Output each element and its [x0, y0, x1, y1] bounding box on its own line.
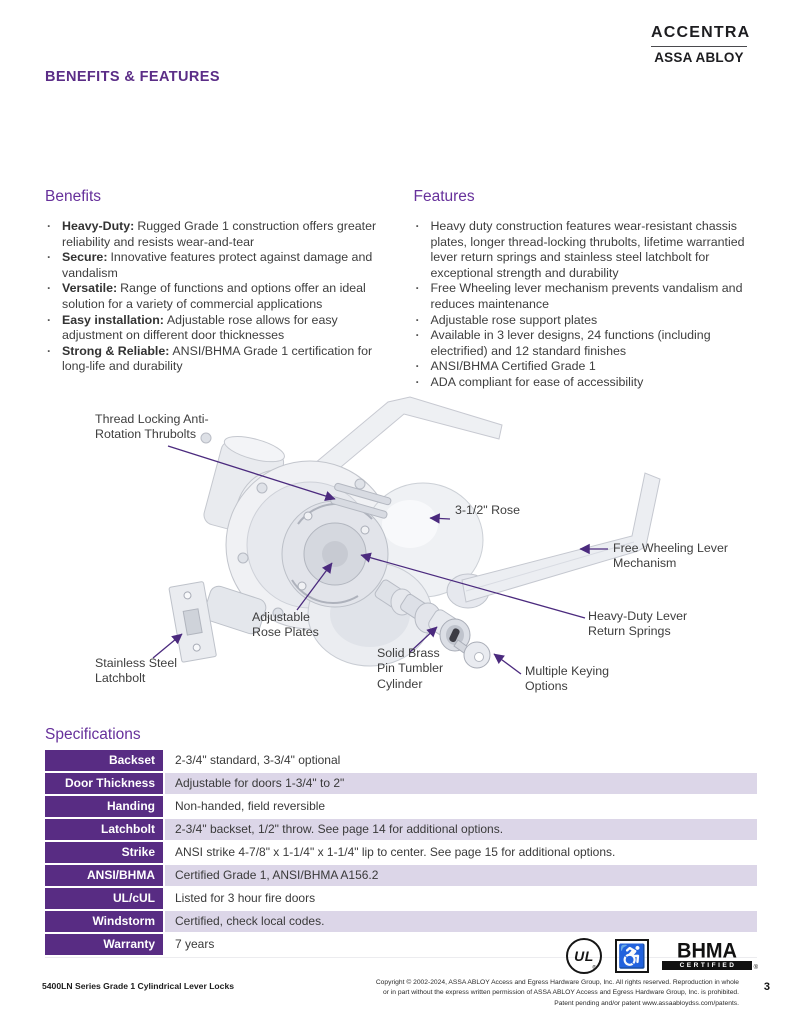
page-title: BENEFITS & FEATURES — [45, 69, 220, 85]
benefits-features-columns: Benefits Heavy-Duty:Rugged Grade 1 const… — [45, 188, 757, 391]
product-diagram: Thread Locking Anti- Rotation Thrubolts … — [40, 388, 760, 720]
specifications-table: Backset 2-3/4" standard, 3-3/4" optional… — [45, 750, 757, 958]
features-section: Features Heavy duty construction feature… — [413, 188, 757, 391]
spec-label: ANSI/BHMA — [45, 865, 163, 886]
feature-item: Adjustable rose support plates — [413, 313, 757, 329]
feature-item: Free Wheeling lever mechanism prevents v… — [413, 281, 757, 312]
benefit-item: Strong & Reliable:ANSI/BHMA Grade 1 cert… — [45, 344, 395, 375]
spec-value: 2-3/4" backset, 1/2" throw. See page 14 … — [165, 819, 757, 840]
benefits-heading: Benefits — [45, 188, 102, 205]
assa-abloy-logo: ASSA ABLOY — [654, 50, 744, 65]
benefit-text: Adjustable rose allows for easy adjustme… — [62, 312, 338, 343]
copyright-line: Patent pending and/or patent www.assaabl… — [554, 999, 739, 1007]
spec-value: 2-3/4" standard, 3-3/4" optional — [165, 750, 757, 771]
spec-label: Door Thickness — [45, 773, 163, 794]
spec-value: Listed for 3 hour fire doors — [165, 888, 757, 909]
benefit-lead: Versatile: — [62, 281, 118, 296]
benefits-section: Benefits Heavy-Duty:Rugged Grade 1 const… — [45, 188, 395, 391]
benefit-lead: Heavy-Duty: — [62, 219, 135, 233]
callout-keying: Multiple Keying Options — [525, 664, 610, 694]
feature-item: ADA compliant for ease of accessibility — [413, 375, 757, 391]
bhma-certified-logo: BHMA CERTIFIED ® — [662, 939, 758, 971]
spec-label: Backset — [45, 750, 163, 771]
ul-registered-mark: ® — [592, 965, 596, 971]
benefit-item: Secure:Innovative features protect again… — [45, 250, 395, 281]
spec-value: 7 years — [165, 934, 757, 955]
callout-thrubolts: Thread Locking Anti- Rotation Thrubolts — [95, 412, 209, 442]
table-row: UL/cUL Listed for 3 hour fire doors — [45, 888, 757, 910]
features-list: Heavy duty construction features wear-re… — [413, 219, 757, 391]
table-row: Handing Non-handed, field reversible — [45, 796, 757, 818]
spec-label: UL/cUL — [45, 888, 163, 909]
spec-label: Latchbolt — [45, 819, 163, 840]
spec-value: ANSI strike 4-7/8" x 1-1/4" x 1-1/4" lip… — [165, 842, 757, 863]
accentra-logo: ACCENTRA — [651, 24, 751, 41]
benefit-lead: Secure: — [62, 250, 108, 265]
spec-label: Strike — [45, 842, 163, 863]
callout-latchbolt: Stainless Steel Latchbolt — [95, 656, 177, 686]
feature-item: ANSI/BHMA Certified Grade 1 — [413, 359, 757, 375]
copyright-line: or in part without the express written p… — [383, 989, 739, 997]
benefit-text: Rugged Grade 1 construction offers great… — [62, 219, 377, 249]
callout-arrows — [152, 445, 608, 675]
features-heading: Features — [413, 188, 475, 205]
callout-free-wheeling: Free Wheeling Lever Mechanism — [613, 541, 729, 571]
table-row: Backset 2-3/4" standard, 3-3/4" optional — [45, 750, 757, 772]
table-row: Warranty 7 years — [45, 934, 757, 956]
brand-logo: ACCENTRA ASSA ABLOY — [651, 24, 751, 65]
ul-listed-icon: UL ® — [566, 938, 602, 974]
benefit-text: Innovative features protect against dama… — [62, 250, 373, 280]
copyright-text: Copyright © 2002-2024, ASSA ABLOY Access… — [349, 978, 739, 1009]
spec-value: Non-handed, field reversible — [165, 796, 757, 817]
benefit-text: Range of functions and options offer an … — [62, 281, 366, 311]
logo-divider — [651, 46, 747, 47]
callout-cylinder: Solid Brass Pin Tumbler Cylinder — [377, 646, 444, 691]
spec-label: Windstorm — [45, 911, 163, 932]
feature-item: Heavy duty construction features wear-re… — [413, 219, 757, 281]
ul-letters: UL — [574, 948, 594, 964]
callout-rose: 3-1/2" Rose — [455, 503, 521, 517]
spec-label: Warranty — [45, 934, 163, 955]
copyright-line: Copyright © 2002-2024, ASSA ABLOY Access… — [375, 979, 739, 986]
certification-logos: UL ® ♿ BHMA CERTIFIED ® — [566, 938, 758, 974]
spec-label: Handing — [45, 796, 163, 817]
callout-return-springs: Heavy-Duty Lever Return Springs — [588, 609, 688, 639]
spec-value: Certified, check local codes. — [165, 911, 757, 932]
footer-product-title: 5400LN Series Grade 1 Cylindrical Lever … — [42, 981, 235, 991]
table-row: Windstorm Certified, check local codes. — [45, 911, 757, 933]
accessibility-icon: ♿ — [615, 939, 649, 973]
spec-value: Adjustable for doors 1-3/4" to 2" — [165, 773, 757, 794]
benefit-item: Versatile:Range of functions and options… — [45, 281, 395, 312]
benefit-lead: Easy installation: — [62, 312, 164, 327]
specifications-section: Specifications Backset 2-3/4" standard, … — [45, 726, 757, 958]
spec-value: Certified Grade 1, ANSI/BHMA A156.2 — [165, 865, 757, 886]
feature-item: Available in 3 lever designs, 24 functio… — [413, 328, 757, 359]
wheelchair-glyph: ♿ — [617, 942, 647, 969]
benefit-lead: Strong & Reliable: — [62, 343, 170, 358]
table-row: Strike ANSI strike 4-7/8" x 1-1/4" x 1-1… — [45, 842, 757, 864]
bhma-registered-mark: ® — [753, 965, 758, 972]
benefit-text: ANSI/BHMA Grade 1 certification for long… — [62, 343, 373, 374]
table-row: Latchbolt 2-3/4" backset, 1/2" throw. Se… — [45, 819, 757, 841]
lock-illustration — [152, 396, 661, 675]
benefit-item: Heavy-Duty:Rugged Grade 1 construction o… — [45, 219, 395, 250]
table-row: Door Thickness Adjustable for doors 1-3/… — [45, 773, 757, 795]
bhma-letters: BHMA — [677, 939, 737, 963]
specifications-heading: Specifications — [45, 726, 141, 743]
benefit-item: Easy installation:Adjustable rose allows… — [45, 313, 395, 344]
benefits-list: Heavy-Duty:Rugged Grade 1 construction o… — [45, 219, 395, 375]
table-row: ANSI/BHMA Certified Grade 1, ANSI/BHMA A… — [45, 865, 757, 887]
callout-rose-plates: Adjustable Rose Plates — [252, 610, 319, 640]
page-number: 3 — [763, 981, 770, 993]
bhma-certified-bar: CERTIFIED — [662, 960, 752, 971]
